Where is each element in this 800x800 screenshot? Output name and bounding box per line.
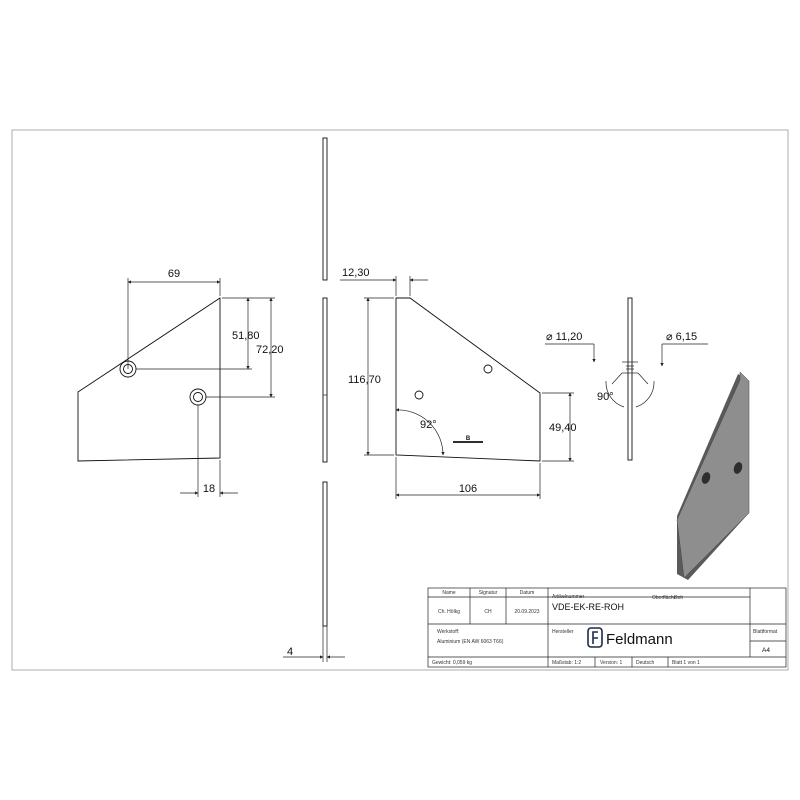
side-view-segment-bottom [322,481,328,627]
feldmann-logo-icon [587,627,603,648]
detail-view-section [627,297,633,461]
side-view-segment-top [322,137,328,281]
back-hole-1 [483,364,493,374]
tb-surface-value: Roh [674,595,683,601]
title-block: Name Signatur Datum Artikelnummer VDE-EK… [427,587,787,668]
drawing-frame [11,129,789,671]
tb-sheet: Blatt 1 von 1 [672,660,700,666]
back-marking: B [466,436,471,442]
tb-material-label: Werkstoff: [437,629,459,635]
tb-brand: Feldmann [606,631,673,648]
tb-version: Version: 1 [600,660,622,666]
back-dim-chamfer: 12,30 [342,267,370,279]
tb-surface-label: Oberfläche: [652,595,678,601]
tb-manufacturer-label: Hersteller [552,629,574,635]
side-view: 4 [283,137,345,662]
side-dim-thickness: 4 [287,646,293,658]
tb-signature: CH [484,609,492,615]
detail-dim-hole: ⌀ 6,15 [666,331,697,343]
front-dim-hole-offset: 18 [203,483,215,495]
detail-view: ⌀ 11,20 ⌀ 6,15 90° [545,297,708,461]
tb-weight: Gewicht: 0,059 kg [432,660,472,666]
tb-format-label: Blattformat [753,629,778,635]
front-view-outline [77,297,221,462]
tb-date: 20.09.2023 [514,609,539,615]
tb-language: Deutsch [636,660,655,666]
iso-plate-face [676,371,750,579]
front-dim-hole2-height: 72,20 [256,344,284,356]
front-view: 69 51,80 72,20 18 [77,268,284,497]
front-hole-2-outer [189,388,207,406]
isometric-view [676,371,750,580]
back-view: 12,30 116,70 49,40 106 92° B [340,267,577,499]
back-dim-height: 116,70 [348,374,381,386]
tb-checked: Ch. Hölkg [438,609,460,615]
back-hole-2 [414,390,424,400]
back-dim-width: 106 [459,483,477,495]
tb-scale: Maßstab: 1:2 [552,660,581,666]
tb-name-label: Name [442,590,456,596]
front-dim-width: 69 [168,268,180,280]
iso-hole-1 [701,472,711,484]
back-angle: 92° [420,419,437,431]
tb-part-number-label: Artikelnummer [552,594,585,600]
detail-angle: 90° [597,391,614,403]
front-dim-hole1-height: 51,80 [232,330,260,342]
side-view-segment-middle [322,297,328,463]
tb-format: A4 [762,647,770,654]
front-hole-2-inner [193,392,203,402]
tb-date-label: Datum [520,590,535,596]
tb-part-number: VDE-EK-RE-ROH [552,602,624,612]
tb-material: Aluminium (EN AW 6063 T66) [437,639,504,645]
tb-signature-label: Signatur [479,590,498,596]
detail-dim-counterbore: ⌀ 11,20 [546,331,582,343]
back-dim-right-height: 49,40 [549,422,577,434]
iso-hole-2 [733,462,743,474]
